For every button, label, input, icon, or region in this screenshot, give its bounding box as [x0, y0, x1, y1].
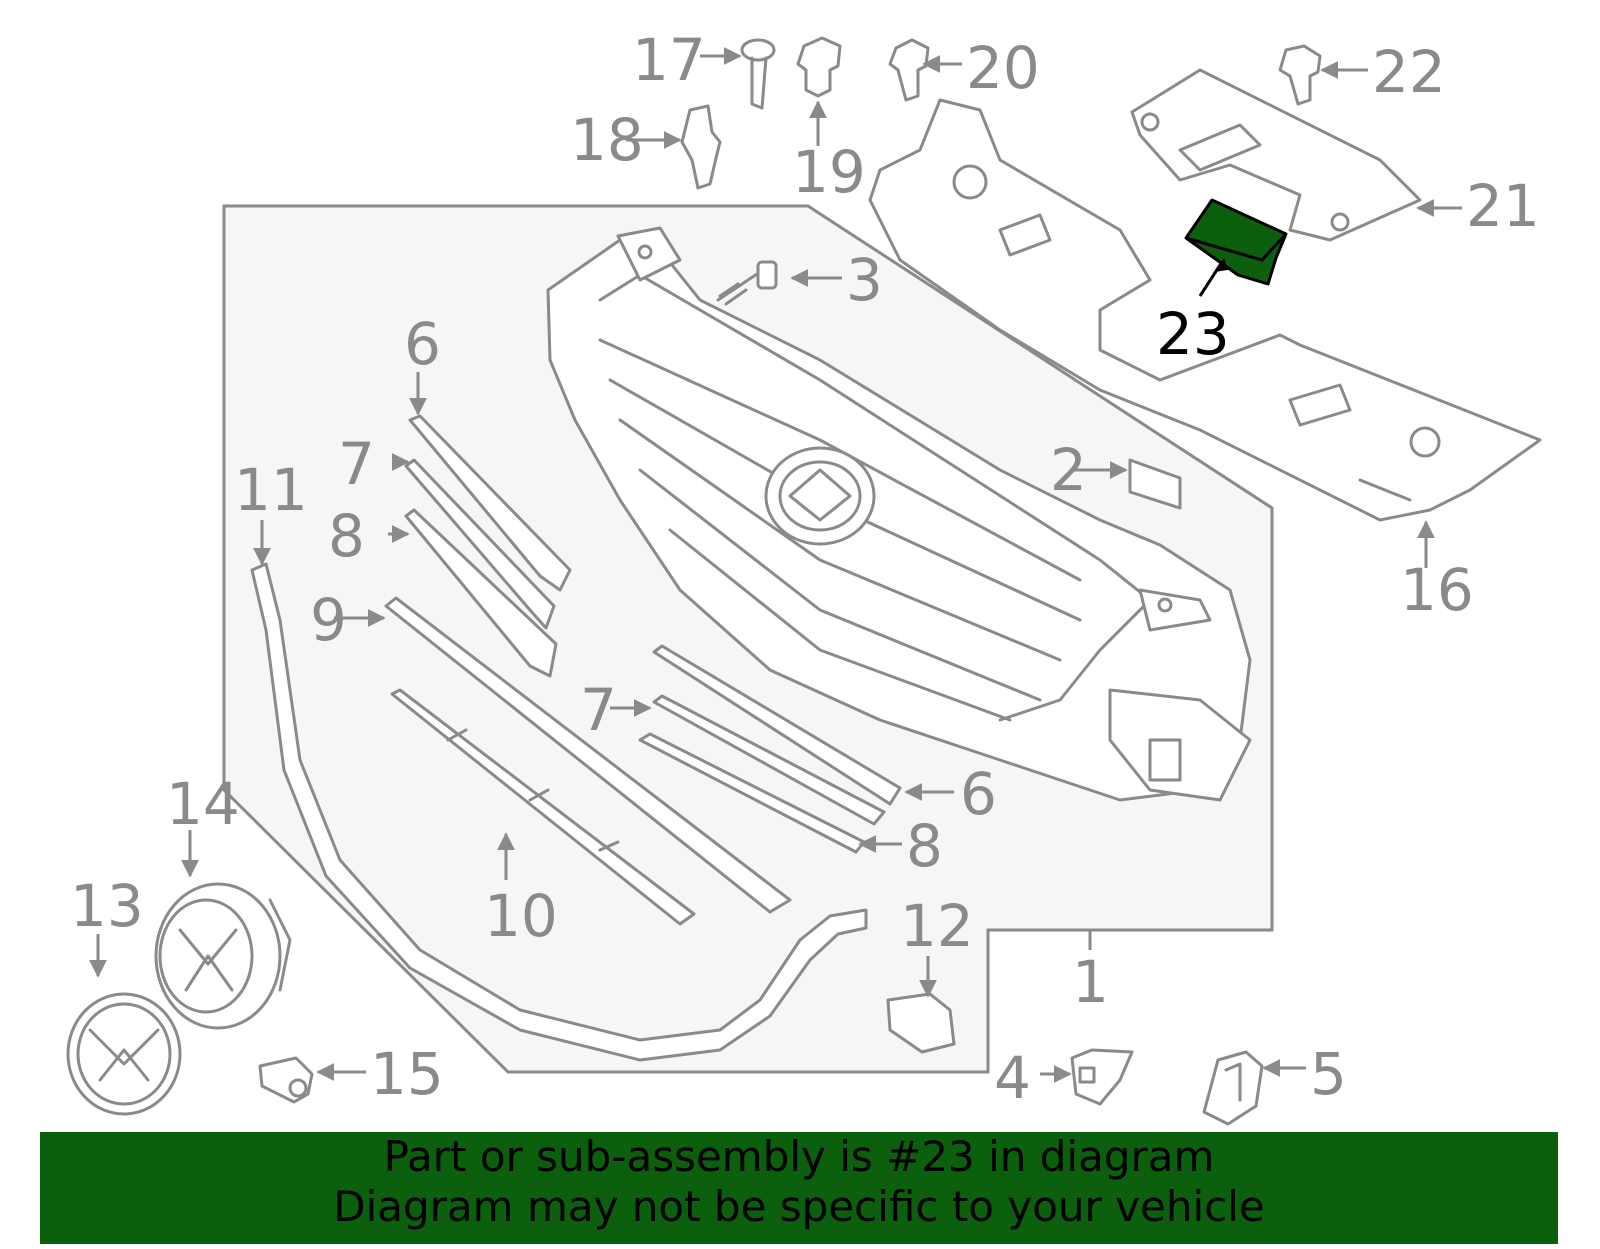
callout-22: 22: [1372, 38, 1446, 106]
callout-18: 18: [570, 106, 644, 174]
callout-14: 14: [166, 770, 240, 838]
callout-19: 19: [792, 138, 866, 206]
callout-23: 23: [1156, 300, 1230, 368]
callout-15: 15: [370, 1040, 444, 1108]
molding-strip: [250, 562, 868, 1062]
callout-4: 4: [994, 1044, 1031, 1112]
emblem-14: [154, 882, 292, 1030]
callout-6b: 6: [960, 760, 997, 828]
emblem-13: [66, 992, 182, 1116]
callout-7b: 7: [580, 676, 617, 744]
callout-5: 5: [1310, 1040, 1347, 1108]
callout-21: 21: [1466, 172, 1540, 240]
callout-3: 3: [846, 246, 883, 314]
upper-radiator-panel: [868, 98, 1542, 522]
leader-lines: [89, 47, 1462, 1083]
callout-10: 10: [484, 882, 558, 950]
callout-6a: 6: [404, 310, 441, 378]
grille-frame: [546, 226, 1252, 802]
callout-11: 11: [234, 456, 308, 524]
callout-12: 12: [900, 892, 974, 960]
callout-17: 17: [632, 26, 706, 94]
callout-16: 16: [1400, 556, 1474, 624]
callout-numbers: 1 2 3 4 5 6 6 7 7 8 8 9 10 11 12 13 14 1…: [70, 26, 1540, 1112]
small-parts: [258, 36, 1322, 1126]
grille-bars-left: [384, 414, 792, 926]
callout-9: 9: [310, 586, 347, 654]
part-23-highlighted[interactable]: [1184, 198, 1288, 297]
callout-20: 20: [966, 34, 1040, 102]
callout-1: 1: [1072, 948, 1109, 1016]
grille-bars-right: [638, 644, 902, 854]
callout-8a: 8: [328, 502, 365, 570]
callout-7a: 7: [338, 430, 375, 498]
callout-13: 13: [70, 872, 144, 940]
banner-line-2: Diagram may not be specific to your vehi…: [333, 1182, 1265, 1231]
callout-2: 2: [1050, 436, 1087, 504]
info-banner: Part or sub-assembly is #23 in diagram D…: [40, 1132, 1558, 1244]
callout-8b: 8: [906, 812, 943, 880]
air-guide-plate: [1130, 68, 1422, 242]
banner-line-1: Part or sub-assembly is #23 in diagram: [383, 1132, 1215, 1181]
